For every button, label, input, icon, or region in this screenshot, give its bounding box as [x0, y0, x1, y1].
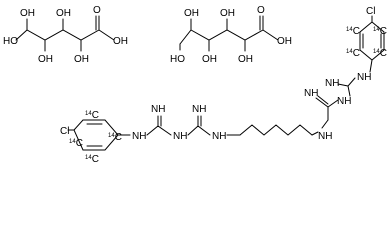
amine-label: NH	[173, 131, 187, 142]
imine-label: NH	[192, 104, 206, 115]
carbon-14-label: 14C	[85, 110, 99, 121]
structure-diagram: HO OH OH OH OH O OH HO OH OH OH OH O OH …	[3, 5, 387, 165]
imine-label: NH	[304, 88, 318, 99]
hydroxyl-label: OH	[20, 8, 35, 19]
hydroxyl-label: OH	[238, 54, 253, 65]
imine-label: NH	[325, 78, 339, 89]
chlorophenyl-ring-left: Cl 14C 14C 14C 14C	[60, 110, 122, 165]
biguanide-right: NH NH NH NH NH	[304, 59, 373, 142]
chlorine-label: Cl	[366, 6, 375, 17]
imine-label: NH	[151, 104, 165, 115]
gluconic-acid-right: HO OH OH OH OH O OH	[170, 5, 292, 65]
chlorhexidine-digluconate-structure: HO OH OH OH OH O OH HO OH OH OH OH O OH …	[3, 5, 387, 165]
acid-hydroxyl-label: OH	[113, 36, 128, 47]
carbon-14-label: 14C	[373, 48, 387, 59]
carbon-14-label: 14C	[346, 26, 360, 37]
carbon-14-label: 14C	[69, 138, 83, 149]
hydroxyl-label: OH	[56, 8, 71, 19]
chlorophenyl-ring-right: Cl 14C 14C 14C 14C	[346, 6, 387, 61]
carbon-14-label: 14C	[346, 48, 360, 59]
hydroxyl-label: HO	[170, 54, 185, 65]
hydroxyl-label: OH	[74, 54, 89, 65]
carbonyl-oxygen-label: O	[257, 5, 265, 16]
carbon-14-label: 14C	[373, 26, 387, 37]
amine-label: NH	[212, 131, 226, 142]
hydroxyl-label: OH	[184, 8, 199, 19]
amine-label: NH	[357, 72, 371, 83]
hydroxyl-label: OH	[202, 54, 217, 65]
carbon-14-label: 14C	[108, 132, 122, 143]
biguanide-left: NH NH NH NH NH	[117, 104, 241, 142]
hexamethylene-chain	[239, 124, 319, 136]
hydroxyl-label: OH	[220, 8, 235, 19]
hydroxyl-label: OH	[38, 54, 53, 65]
carbonyl-oxygen-label: O	[93, 5, 101, 16]
amine-label: NH	[337, 96, 351, 107]
amine-label: NH	[132, 131, 146, 142]
carbon-14-label: 14C	[85, 154, 99, 165]
hydroxyl-label: HO	[3, 36, 18, 47]
acid-hydroxyl-label: OH	[277, 36, 292, 47]
chlorhexidine: Cl 14C 14C 14C 14C NH NH NH NH NH	[60, 6, 387, 165]
amine-label: NH	[318, 131, 332, 142]
gluconic-acid-left: HO OH OH OH OH O OH	[3, 5, 128, 65]
chlorine-label: Cl	[60, 126, 69, 137]
